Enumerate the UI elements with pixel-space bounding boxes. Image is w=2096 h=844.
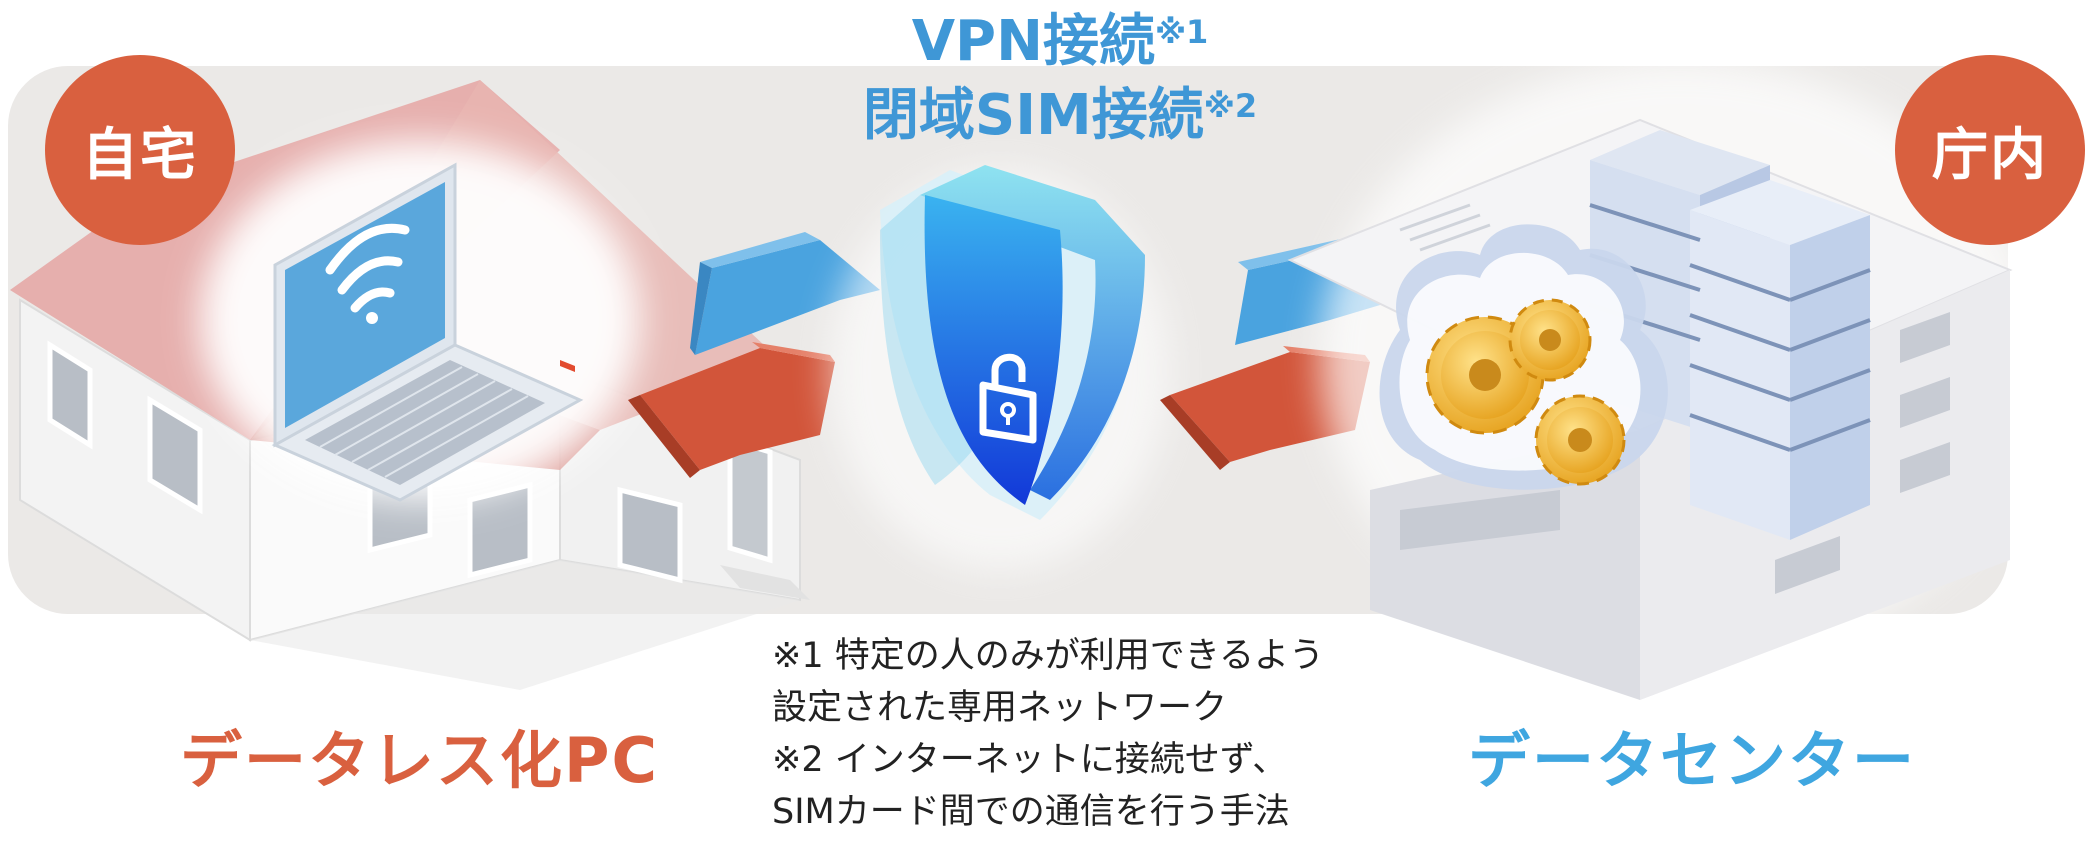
wifi-icon xyxy=(325,223,410,324)
arrow-to-pc xyxy=(628,342,835,478)
closed-sim-footnote-mark: ※2 xyxy=(1203,87,1258,125)
footnote-2: ※2 インターネットに接続せず、 xyxy=(772,740,1288,780)
vpn-connection-title: VPN接続※1 xyxy=(780,14,1340,70)
arrow-to-shield xyxy=(690,232,880,355)
footnote-1-cont: 設定された専用ネットワーク xyxy=(772,688,1228,728)
dataless-pc-label: データレス化PC xyxy=(180,724,659,797)
closed-sim-label: 閉域SIM接続 xyxy=(862,83,1204,148)
office-badge: 庁内 xyxy=(1895,55,2085,245)
laptop-icon xyxy=(200,140,640,502)
footnote-2-cont: SIMカード間での通信を行う手法 xyxy=(772,792,1290,832)
gears-icon xyxy=(1425,298,1626,486)
closed-sim-connection-title: 閉域SIM接続※2 xyxy=(780,88,1340,144)
footnote-1: ※1 特定の人のみが利用できるよう xyxy=(772,636,1325,676)
shield-lock-icon xyxy=(830,165,1170,570)
footnotes: ※1 特定の人のみが利用できるよう 設定された専用ネットワーク ※2 インターネ… xyxy=(772,630,1392,838)
server-rack-icon xyxy=(1589,130,1871,540)
home-badge: 自宅 xyxy=(45,55,235,245)
vpn-label: VPN接続 xyxy=(911,9,1155,74)
vpn-footnote-mark: ※1 xyxy=(1154,13,1209,51)
data-center-label: データセンター xyxy=(1468,724,1917,797)
